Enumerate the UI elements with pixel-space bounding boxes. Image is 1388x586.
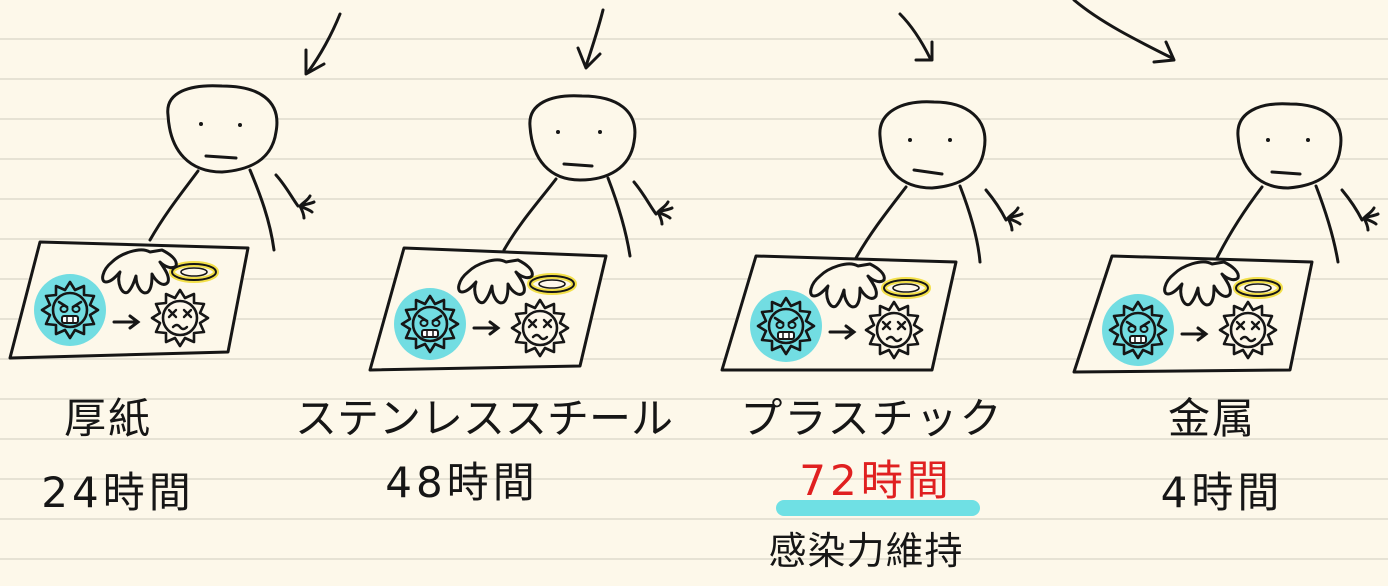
hand-icon [656, 200, 674, 226]
virus-active-icon [32, 272, 108, 348]
arrow-icon [898, 12, 934, 62]
material-label: ステンレススチール [294, 394, 674, 443]
material-label: プラスチック [740, 394, 1004, 443]
person-icon [148, 84, 300, 252]
duration-label: 4時間 [1160, 468, 1284, 517]
arrow-icon [828, 324, 857, 340]
scene-panel-3 [720, 100, 1024, 372]
virus-active-icon [392, 286, 468, 362]
scene-panel-2 [368, 94, 674, 372]
arrow-icon [1180, 326, 1209, 342]
person-icon [502, 94, 658, 258]
arrow-icon [472, 320, 501, 336]
arrow-icon [304, 12, 342, 76]
virus-active-icon [1100, 292, 1176, 368]
duration-label: 48時間 [385, 458, 539, 507]
person-icon [854, 100, 1008, 264]
hand-icon [1006, 206, 1024, 232]
person-icon [1214, 102, 1364, 264]
arrow-icon [576, 8, 605, 70]
material-label: 厚紙 [63, 394, 153, 443]
duration-highlight [776, 500, 980, 516]
duration-label-emphasis: 72時間 [799, 456, 953, 505]
virus-active-icon [748, 288, 824, 364]
hand-icon [1362, 206, 1380, 232]
arrow-icon [1072, 0, 1176, 64]
hand-icon [298, 194, 316, 220]
duration-label: 24時間 [41, 468, 195, 517]
arrow-icon [112, 314, 141, 330]
material-label: 金属 [1167, 394, 1257, 443]
scene-panel-4 [1072, 102, 1380, 374]
scene-panel-1 [8, 84, 316, 360]
infectivity-note: 感染力維持 [768, 529, 964, 573]
